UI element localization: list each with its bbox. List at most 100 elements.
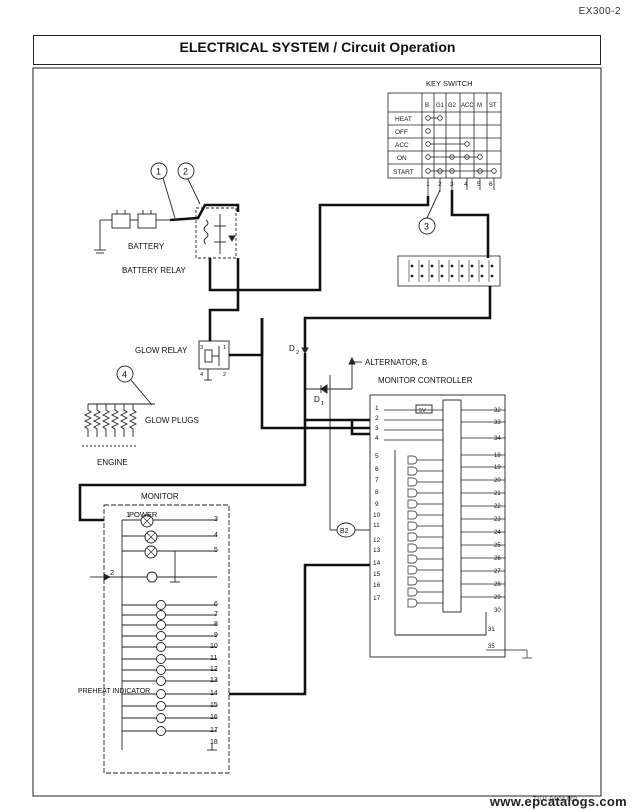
title-frame-right [600, 35, 601, 65]
mon-rpin-8: 8 [214, 621, 218, 628]
d1-sub: 1 [321, 401, 324, 407]
figure-ref: T1U1-04-04-002 [532, 797, 577, 803]
controller-gates [384, 409, 532, 659]
callout-3-label: 3 [424, 222, 429, 232]
ks-term-4: 4 [464, 181, 468, 188]
mc-rpin-18: 18 [494, 453, 501, 459]
battery-label: BATTERY [128, 242, 165, 251]
monitor-pin2-arrow [90, 573, 112, 581]
callout-2 [177, 162, 201, 205]
d1-diode [305, 384, 352, 394]
five-v-label: 5V [419, 408, 426, 414]
ks-row-0: HEAT [395, 116, 412, 123]
gr-pin-1: 1 [223, 345, 226, 351]
ks-col-3: ACC [461, 103, 474, 109]
glow-relay-pins: 3 1 4 2 [200, 345, 226, 378]
ks-row-2: ACC [395, 142, 409, 149]
lamp-2 [146, 571, 158, 583]
mon-rpin-13: 13 [210, 677, 218, 684]
gr-pin-4: 4 [200, 372, 203, 378]
mon-rpin-17: 17 [210, 727, 218, 734]
preheat-indicator-label: PREHEAT INDICATOR [78, 688, 150, 695]
monitor-right-pins: 3 4 5 6 7 8 9 10 11 12 13 14 15 16 17 18 [210, 516, 218, 746]
mc-rpin-19: 19 [494, 465, 501, 471]
diagram-frame [32, 67, 602, 797]
key-switch-terminals: 1 2 3 4 5 6 [426, 181, 493, 188]
monitor-box [103, 504, 230, 774]
mc-lpin-16: 16 [373, 582, 381, 589]
callout-1-label: 1 [156, 167, 161, 177]
d2-diode [301, 347, 309, 354]
alternator-label: ALTERNATOR, B [365, 358, 427, 367]
mc-rpin-30: 30 [494, 608, 501, 614]
key-switch-table [387, 92, 502, 179]
mc-rpin-35: 35 [488, 644, 495, 650]
d2-sub: 2 [296, 350, 299, 356]
mc-rpin-22: 22 [494, 504, 501, 510]
battery-relay-label: BATTERY RELAY [122, 266, 187, 275]
mc-rpin-32: 32 [494, 408, 501, 414]
mc-rpin-25: 25 [494, 543, 501, 549]
mon-rpin-14: 14 [210, 690, 218, 697]
callout-4 [116, 365, 153, 406]
mc-rpin-24: 24 [494, 530, 501, 536]
mc-rpin-28: 28 [494, 582, 501, 588]
key-switch-label: KEY SWITCH [426, 79, 473, 88]
mc-lpin-13: 13 [373, 547, 381, 554]
monitor-lamp-crosses [142, 516, 156, 557]
key-switch-column-headers: B G1 G2 ACC M ST [425, 103, 497, 109]
d1-label: D [314, 395, 320, 404]
mon-rpin-9: 9 [214, 632, 218, 639]
mc-lpin-1: 1 [375, 405, 379, 412]
ks-col-1: G1 [436, 103, 445, 109]
ks-col-2: G2 [448, 103, 457, 109]
title-rule-top [33, 35, 601, 36]
mon-rpin-6: 6 [214, 601, 218, 608]
mc-rpin-33: 33 [494, 420, 501, 426]
mon-rpin-4: 4 [214, 532, 218, 539]
monitor-label: MONITOR [141, 492, 179, 501]
mon-rpin-12: 12 [210, 666, 218, 673]
mc-rpin-34: 34 [494, 436, 501, 442]
page-title: ELECTRICAL SYSTEM / Circuit Operation [179, 39, 456, 55]
alternator-lead [348, 356, 362, 389]
ks-col-4: M [477, 103, 482, 109]
mon-rpin-15: 15 [210, 702, 218, 709]
title-frame-left [33, 35, 34, 65]
mc-rpin-31: 31 [488, 627, 495, 633]
controller-right-pins: 32 33 34 18 19 20 21 22 23 24 25 26 27 2… [488, 408, 501, 650]
mc-rpin-20: 20 [494, 478, 501, 484]
watermark: www.epcatalogs.com [489, 794, 627, 809]
mc-rpin-27: 27 [494, 569, 501, 575]
b2-connector [329, 375, 370, 538]
mc-rpin-21: 21 [494, 491, 501, 497]
page-id: EX300-2 [578, 6, 621, 17]
gr-pin-2: 2 [223, 372, 226, 378]
engine-label: ENGINE [97, 458, 128, 467]
glow-relay-label: GLOW RELAY [135, 346, 188, 355]
fuse-box [397, 255, 501, 287]
key-switch-contacts [425, 115, 497, 174]
glow-plugs-symbol [82, 403, 155, 447]
mon-rpin-18: 18 [210, 739, 218, 746]
mc-lpin-5: 5 [375, 453, 379, 460]
mon-rpin-5: 5 [214, 547, 218, 554]
glow-plugs-label: GLOW PLUGS [145, 416, 199, 425]
title-rule-bottom [33, 64, 601, 65]
mc-lpin-14: 14 [373, 560, 381, 567]
mc-lpin-4: 4 [375, 435, 379, 442]
mc-lpin-12: 12 [373, 537, 381, 544]
mc-lpin-15: 15 [373, 571, 381, 578]
mc-rpin-29: 29 [494, 595, 501, 601]
ks-col-0: B [425, 103, 429, 109]
b2-label: B2 [340, 528, 349, 535]
monitor-pin-2: 2 [110, 568, 114, 577]
mc-rpin-23: 23 [494, 517, 501, 523]
mc-lpin-8: 8 [375, 489, 379, 496]
mc-lpin-2: 2 [375, 415, 379, 422]
gr-pin-3: 3 [200, 345, 203, 351]
mon-rpin-3: 3 [214, 516, 218, 523]
mon-rpin-7: 7 [214, 611, 218, 618]
d2-label: D [289, 344, 295, 353]
